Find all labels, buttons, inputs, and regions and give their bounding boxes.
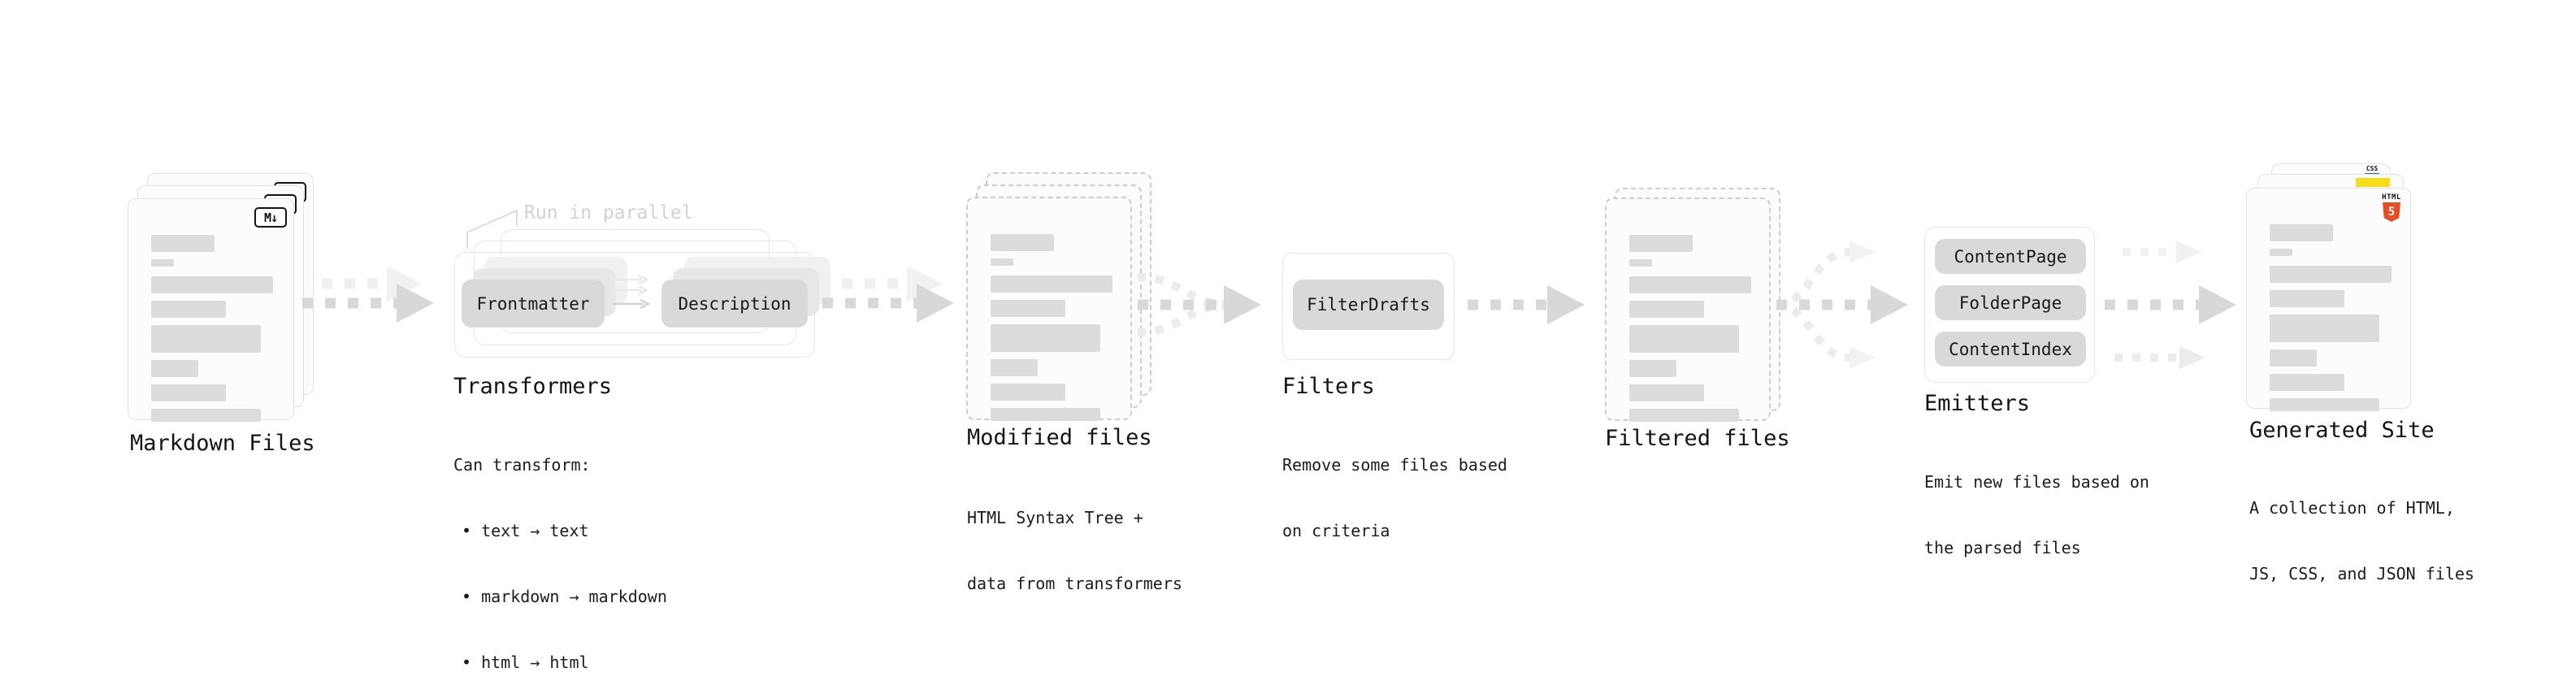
placeholder-bar (151, 259, 174, 267)
placeholder-bar (991, 234, 1054, 251)
js-icon (2356, 178, 2390, 187)
generated-site-stack: CSS HTML 5 (2246, 163, 2433, 411)
emitters-title: Emitters (1924, 391, 2031, 416)
modified-files-title: Modified files (967, 425, 1152, 450)
placeholder-bar (1629, 360, 1676, 377)
filters-box: FilterDrafts (1282, 253, 1455, 360)
placeholder-bar (1629, 325, 1739, 353)
placeholder-bar (2270, 398, 2379, 411)
emitters-caption-line: Emit new files based on (1924, 472, 2149, 492)
placeholder-bar (2270, 290, 2344, 307)
html5-icon: HTML 5 (2381, 193, 2402, 222)
run-in-parallel-leader-line (466, 209, 518, 249)
filters-caption-line: Remove some files based (1282, 455, 1507, 475)
placeholder-text-lines (2270, 224, 2392, 411)
placeholder-bar (151, 409, 261, 422)
placeholder-bar (991, 384, 1065, 401)
placeholder-bar (1629, 259, 1652, 267)
placeholder-bar (151, 276, 273, 293)
placeholder-bar (151, 384, 226, 401)
placeholder-bar (2270, 374, 2344, 391)
transformers-bullet: • markdown → markdown (462, 587, 667, 606)
arrow-emitters-to-site (2105, 241, 2236, 369)
html5-icon-label: HTML (2382, 193, 2401, 202)
filtered-files-stack (1605, 188, 1792, 422)
content-index-pill: ContentIndex (1935, 332, 2086, 367)
folder-page-pill: FolderPage (1935, 285, 2086, 320)
css-icon-label: CSS (2366, 165, 2379, 172)
placeholder-bar (151, 301, 226, 318)
placeholder-bar (991, 408, 1100, 421)
filters-caption-line: on criteria (1282, 521, 1390, 540)
filtered-files-title: Filtered files (1605, 426, 1790, 451)
placeholder-text-lines (151, 235, 273, 422)
generated-site-caption: A collection of HTML, JS, CSS, and JSON … (2249, 453, 2474, 629)
transformers-title: Transformers (453, 374, 613, 399)
emitters-caption: Emit new files based on the parsed files (1924, 427, 2149, 603)
placeholder-bar (151, 360, 198, 377)
placeholder-bar (991, 258, 1013, 266)
placeholder-bar (2270, 249, 2292, 256)
arrow-transformers-to-modified (822, 266, 954, 323)
description-pill: Description (661, 280, 808, 327)
run-in-parallel-annotation: Run in parallel (524, 202, 693, 223)
filters-caption: Remove some files based on criteria (1282, 410, 1507, 586)
placeholder-bar (2270, 349, 2317, 367)
filtered-file-card-front (1605, 197, 1771, 422)
arrow-filters-to-filtered (1468, 285, 1585, 324)
placeholder-bar (2270, 266, 2392, 283)
placeholder-bar (991, 324, 1100, 352)
filters-title: Filters (1282, 374, 1375, 399)
filter-drafts-pill: FilterDrafts (1293, 280, 1444, 330)
emitters-box: ContentPage FolderPage ContentIndex (1924, 227, 2095, 383)
markdown-files-stack: M↓ M↓ M↓ (128, 173, 323, 422)
placeholder-bar (1629, 301, 1704, 318)
placeholder-text-lines (991, 234, 1112, 421)
generated-site-caption-line: A collection of HTML, (2249, 498, 2455, 518)
placeholder-bar (991, 359, 1038, 376)
markdown-files-label: Markdown Files (130, 431, 315, 456)
transformers-caption-heading: Can transform: (453, 455, 591, 475)
placeholder-bar (1629, 409, 1739, 422)
generated-site-caption-line: JS, CSS, and JSON files (2249, 564, 2474, 583)
parallel-flow-arrows (613, 274, 651, 310)
modified-file-card-front (966, 197, 1132, 421)
transformers-caption: Can transform: • text → text • markdown … (453, 410, 667, 681)
placeholder-bar (1629, 384, 1704, 401)
frontmatter-pill: Frontmatter (462, 280, 605, 327)
placeholder-text-lines (1629, 235, 1751, 422)
placeholder-bar (1629, 235, 1693, 252)
markdown-icon: M↓ (254, 207, 287, 228)
modified-files-caption-line: HTML Syntax Tree + (967, 508, 1143, 527)
placeholder-bar (991, 300, 1065, 317)
html5-icon-shield: 5 (2383, 202, 2400, 222)
arrow-filtered-to-emitters (1776, 241, 1908, 369)
placeholder-bar (151, 325, 261, 353)
placeholder-bar (2270, 314, 2379, 342)
modified-files-stack (966, 172, 1161, 421)
transformers-bullet: • text → text (462, 521, 589, 540)
modified-files-caption: HTML Syntax Tree + data from transformer… (967, 463, 1182, 639)
placeholder-bar (151, 235, 215, 252)
generated-site-title: Generated Site (2249, 418, 2435, 443)
arrow-modified-to-filters (1137, 273, 1261, 336)
emitters-caption-line: the parsed files (1924, 538, 2081, 557)
html5-icon-number: 5 (2387, 206, 2396, 219)
markdown-file-card-front: M↓ (128, 198, 294, 422)
html-file-card-front: HTML 5 (2246, 188, 2411, 411)
placeholder-bar (1629, 276, 1751, 293)
modified-files-caption-line: data from transformers (967, 574, 1182, 593)
placeholder-bar (991, 275, 1112, 293)
transformers-bullet: • html → html (462, 653, 589, 672)
placeholder-bar (2270, 224, 2333, 241)
content-page-pill: ContentPage (1935, 239, 2086, 274)
arrow-markdown-to-transformers (302, 266, 434, 323)
